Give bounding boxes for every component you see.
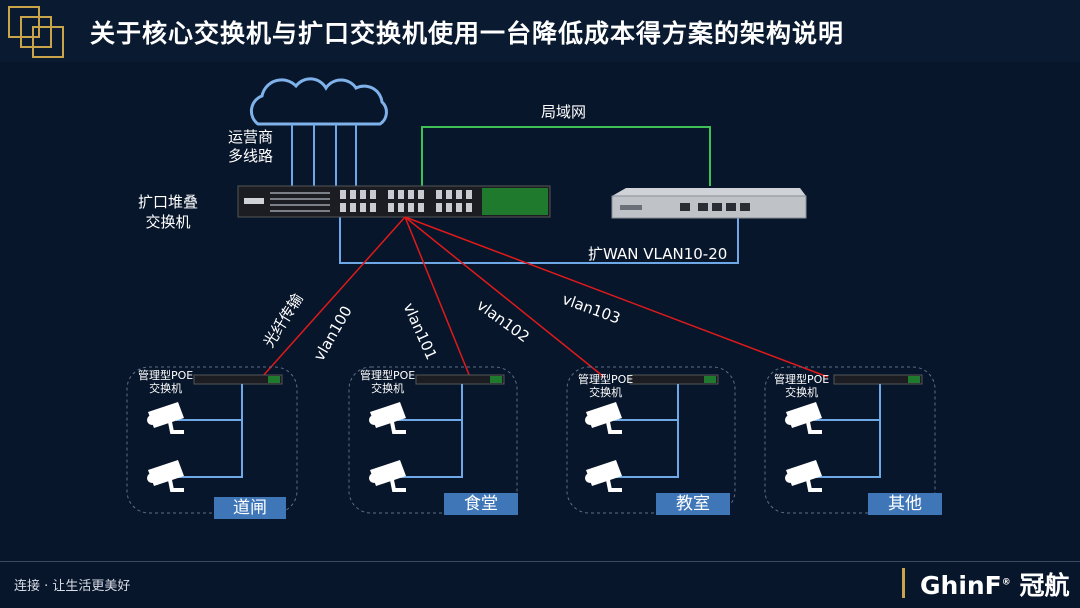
wan-link <box>339 215 739 264</box>
camera-icon <box>145 458 186 492</box>
access-switch-label: 管理型POE 交换机 <box>360 369 416 395</box>
lan-label: 局域网 <box>541 103 587 121</box>
footer-slogan: 连接 · 让生活更美好 <box>14 579 131 594</box>
camera-links <box>176 384 881 478</box>
group-boxes <box>126 366 936 514</box>
logo-square-2 <box>20 16 52 48</box>
area-tag: 其他 <box>868 493 942 515</box>
vlan-links <box>261 216 829 378</box>
wan-label: 扩WAN VLAN10-20 <box>588 245 728 263</box>
logo-square-1 <box>8 6 40 38</box>
access-switch-4 <box>833 374 923 385</box>
header-bar <box>0 0 1080 62</box>
logo-square-3 <box>32 26 64 58</box>
router-device <box>611 188 807 219</box>
access-switch-label: 管理型POE 交换机 <box>774 373 830 399</box>
brand-logo: GhinF® 冠航 <box>920 571 1070 600</box>
area-tag: 教室 <box>656 493 730 515</box>
access-switch-label: 管理型POE 交换机 <box>138 369 194 395</box>
area-tag: 道闸 <box>214 497 286 519</box>
access-switch-3 <box>629 374 719 385</box>
access-switch-label: 管理型POE 交换机 <box>578 373 634 399</box>
stack-switch-label: 扩口堆叠 交换机 <box>138 193 199 231</box>
page-title: 关于核心交换机与扩口交换机使用一台降低成本得方案的架构说明 <box>90 19 845 48</box>
access-switch-1 <box>193 374 283 385</box>
camera-icon <box>783 400 824 434</box>
lan-link <box>421 126 711 188</box>
isp-links <box>291 124 357 186</box>
camera-icon <box>783 458 824 492</box>
area-tag: 食堂 <box>444 493 518 515</box>
camera-icon <box>583 400 624 434</box>
camera-icon <box>367 400 408 434</box>
camera-icon <box>583 458 624 492</box>
cloud-icon <box>249 77 388 126</box>
camera-icon <box>367 458 408 492</box>
camera-icon <box>145 400 186 434</box>
core-switch <box>237 185 551 218</box>
brand-bar <box>902 568 905 598</box>
isp-label: 运营商 多线路 <box>228 128 274 165</box>
footer-divider <box>0 561 1080 562</box>
access-switch-2 <box>415 374 505 385</box>
